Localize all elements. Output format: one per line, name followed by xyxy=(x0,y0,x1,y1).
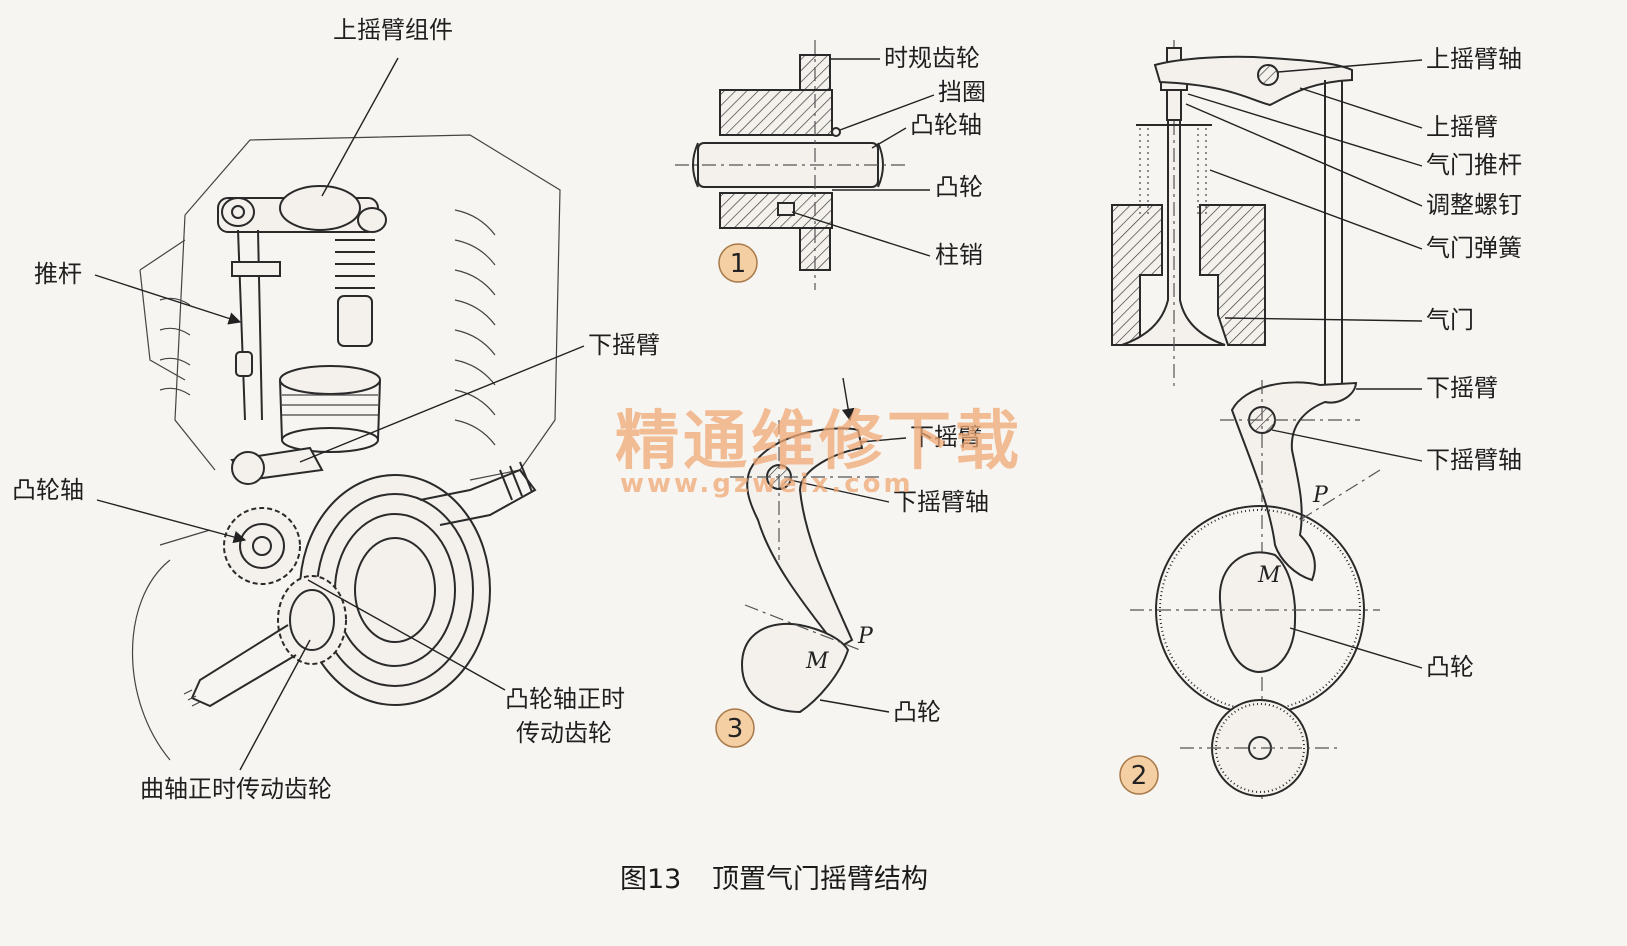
detail-3-lower-rocker: M P 下摇臂 下摇臂轴 凸轮 3 xyxy=(715,377,989,748)
label-valve-spring: 气门弹簧 xyxy=(1426,234,1522,262)
point-p-detail3: P xyxy=(857,624,874,649)
watermark-url: www.gzweix.com xyxy=(620,469,914,499)
label-lower-rocker-overview: 下摇臂 xyxy=(588,331,660,359)
cylinder-fins xyxy=(159,209,496,446)
label-camshaft-overview: 凸轮轴 xyxy=(12,476,84,504)
label-valve: 气门 xyxy=(1426,306,1474,334)
label-camshaft-detail1: 凸轮轴 xyxy=(910,111,982,139)
badge-1-number: 1 xyxy=(730,249,747,279)
overview-labels: 上摇臂组件 推杆 下摇臂 凸轮轴 凸轮轴正时 传动齿轮 曲轴正时传动齿轮 xyxy=(12,16,660,803)
valve-spring-detail2 xyxy=(1136,124,1212,215)
label-adjusting-screw: 调整螺钉 xyxy=(1426,191,1522,219)
label-cam-detail3: 凸轮 xyxy=(893,698,941,726)
piston-drawing xyxy=(279,365,381,453)
label-cam-detail2: 凸轮 xyxy=(1426,653,1474,681)
point-m-detail3: M xyxy=(805,649,829,674)
camshaft-gear-drawing xyxy=(223,507,301,585)
caption-figure-number: 图13 xyxy=(620,864,681,895)
label-retaining-ring: 挡圈 xyxy=(938,78,986,106)
label-valve-push-rod: 气门推杆 xyxy=(1426,151,1522,179)
point-p-detail2: P xyxy=(1312,483,1329,508)
engine-overview-drawing xyxy=(131,134,561,761)
crank-webs-drawing xyxy=(299,461,537,706)
valve-spring-drawing xyxy=(335,239,375,347)
label-lower-rocker-shaft-detail3: 下摇臂轴 xyxy=(893,488,989,516)
caption-title: 顶置气门摇臂结构 xyxy=(712,864,928,895)
label-upper-rocker-assembly: 上摇臂组件 xyxy=(333,16,453,44)
label-camshaft-timing-gear-line1: 凸轮轴正时 xyxy=(505,685,625,713)
upper-rocker-assembly-drawing xyxy=(217,185,387,233)
label-lower-rocker-detail2: 下摇臂 xyxy=(1426,374,1498,402)
label-crankshaft-timing-gear: 曲轴正时传动齿轮 xyxy=(140,775,332,803)
badge-2 xyxy=(1119,755,1159,795)
label-push-rod: 推杆 xyxy=(34,260,82,288)
badge-1 xyxy=(718,243,758,283)
label-upper-rocker: 上摇臂 xyxy=(1426,113,1498,141)
label-upper-rocker-shaft: 上摇臂轴 xyxy=(1426,45,1522,73)
detail-2-rocker-valve-train: M P 上摇臂轴 上摇臂 气门推杆 调整螺钉 气门弹簧 气门 下摇臂 下摇臂轴 … xyxy=(1111,40,1522,800)
badge-2-number: 2 xyxy=(1131,761,1148,791)
label-timing-gear: 时规齿轮 xyxy=(884,44,980,72)
label-cam-detail1: 凸轮 xyxy=(935,173,983,201)
label-pin: 柱销 xyxy=(935,241,983,269)
crankshaft-gear-drawing xyxy=(183,575,347,708)
label-lower-rocker-detail3: 下摇臂 xyxy=(910,423,982,451)
watermark: 精通维修下载 www.gzweix.com xyxy=(615,405,1023,499)
label-camshaft-timing-gear-line2: 传动齿轮 xyxy=(516,719,612,747)
detail-1-camshaft-section: 时规齿轮 挡圈 凸轮轴 凸轮 柱销 1 xyxy=(675,40,986,290)
badge-3 xyxy=(715,708,755,748)
figure-caption: 图13 顶置气门摇臂结构 xyxy=(620,864,928,895)
label-lower-rocker-shaft-detail2: 下摇臂轴 xyxy=(1426,446,1522,474)
watermark-title: 精通维修下载 xyxy=(615,405,1023,479)
badge-3-number: 3 xyxy=(727,714,744,744)
point-m-detail2: M xyxy=(1257,563,1281,588)
